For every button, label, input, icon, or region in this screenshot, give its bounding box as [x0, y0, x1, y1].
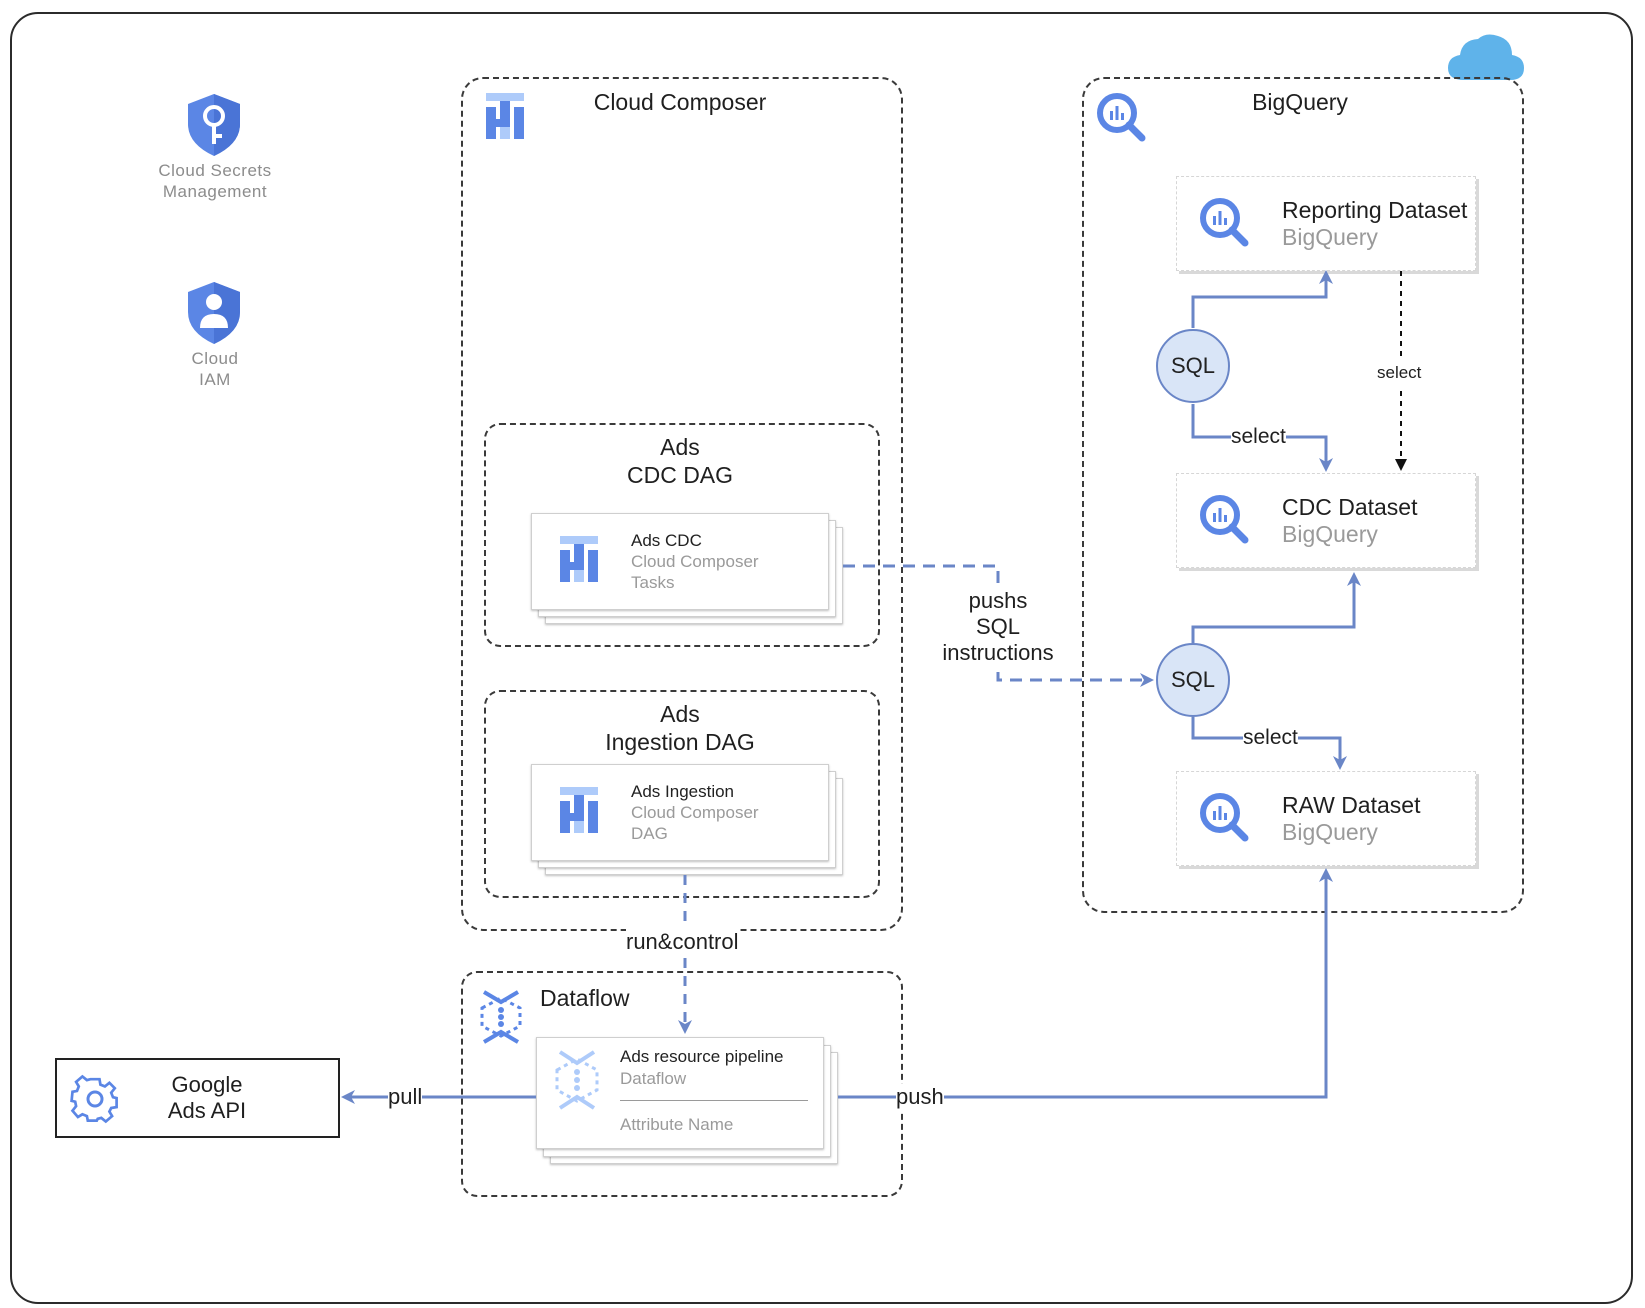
edge-label-run-control: run&control: [626, 929, 739, 955]
secrets-label: Cloud Secrets Management: [158, 161, 272, 201]
dataflow-icon: [555, 1050, 599, 1110]
edge-sql-bottom-to-cdc: [1191, 572, 1361, 643]
raw-dataset-card[interactable]: RAW Dataset BigQuery: [1176, 771, 1476, 866]
edge-pushes: [843, 564, 1000, 585]
edge-label-push: push: [896, 1084, 944, 1110]
edge-push: [838, 868, 1333, 1099]
iam-label: Cloud IAM: [191, 349, 239, 389]
diagram-frame: [10, 12, 1633, 1304]
ingestion-dag-group: [484, 690, 880, 898]
ingestion-dag-title: Ads Ingestion DAG: [605, 701, 755, 755]
bigquery-icon: [1200, 198, 1249, 247]
sql-node-top[interactable]: SQL: [1156, 329, 1230, 403]
dataset-subtitle: BigQuery: [1282, 224, 1378, 250]
dataset-title: RAW Dataset: [1282, 792, 1421, 818]
cloud-icon: [1448, 34, 1524, 80]
gear-icon: [70, 1074, 118, 1124]
dataflow-icon: [480, 990, 522, 1044]
card-subtitle: Cloud Composer: [631, 552, 759, 571]
key-shield-icon: [188, 94, 240, 156]
bigquery-icon: [1200, 495, 1249, 544]
google-ads-api-box[interactable]: Google Ads API: [55, 1058, 340, 1138]
bigquery-icon: [1200, 793, 1249, 842]
cloud-composer-icon: [486, 93, 524, 139]
cloud-composer-icon: [560, 787, 598, 833]
edge-label-select-dotted: select: [1377, 360, 1422, 386]
google-ads-api-label: Google Ads API: [167, 1072, 247, 1123]
card-title: Ads resource pipeline: [620, 1047, 784, 1066]
edge-sql-top-to-reporting: [1191, 270, 1333, 328]
ads-ingestion-card[interactable]: Ads Ingestion Cloud Composer DAG: [531, 764, 829, 861]
bigquery-icon: [1097, 93, 1146, 142]
bigquery-title: BigQuery: [1252, 89, 1348, 115]
dataflow-title: Dataflow: [540, 985, 630, 1011]
divider: [620, 1100, 808, 1101]
dataset-title: CDC Dataset: [1282, 494, 1418, 520]
reporting-dataset-card[interactable]: Reporting Dataset BigQuery: [1176, 176, 1476, 271]
card-subtitle: Cloud Composer: [631, 803, 759, 822]
cloud-composer-icon: [560, 536, 598, 582]
card-title: Ads Ingestion: [631, 782, 735, 801]
cdc-dag-title: Ads CDC DAG: [626, 434, 734, 488]
cloud-composer-title: Cloud Composer: [593, 89, 767, 115]
dataset-subtitle: BigQuery: [1282, 521, 1378, 547]
cdc-dag-group: [484, 423, 880, 647]
edge-label-pushes: pushs SQL instructions: [938, 588, 1058, 666]
card-title: Ads CDC: [631, 531, 702, 550]
card-subtitle: Tasks: [631, 573, 675, 592]
edge-pushes: [996, 672, 1154, 687]
attribute-name: Attribute Name: [620, 1115, 734, 1134]
sql-node-bottom[interactable]: SQL: [1156, 643, 1230, 717]
cdc-dataset-card[interactable]: CDC Dataset BigQuery: [1176, 473, 1476, 568]
dataset-subtitle: BigQuery: [1282, 819, 1378, 845]
dataset-title: Reporting Dataset: [1282, 197, 1468, 223]
edge-label-pull: pull: [388, 1084, 423, 1110]
card-subtitle: DAG: [631, 824, 668, 843]
edge-label-select-top: select: [1231, 424, 1286, 450]
ads-cdc-card[interactable]: Ads CDC Cloud Composer Tasks: [531, 513, 829, 610]
ads-resource-pipeline-card[interactable]: Ads resource pipeline Dataflow Attribute…: [536, 1037, 824, 1149]
card-subtitle: Dataflow: [620, 1069, 687, 1088]
edge-label-select-bottom: select: [1243, 725, 1298, 751]
bigquery-group: [1082, 77, 1524, 913]
iam-shield-icon: [188, 282, 240, 344]
